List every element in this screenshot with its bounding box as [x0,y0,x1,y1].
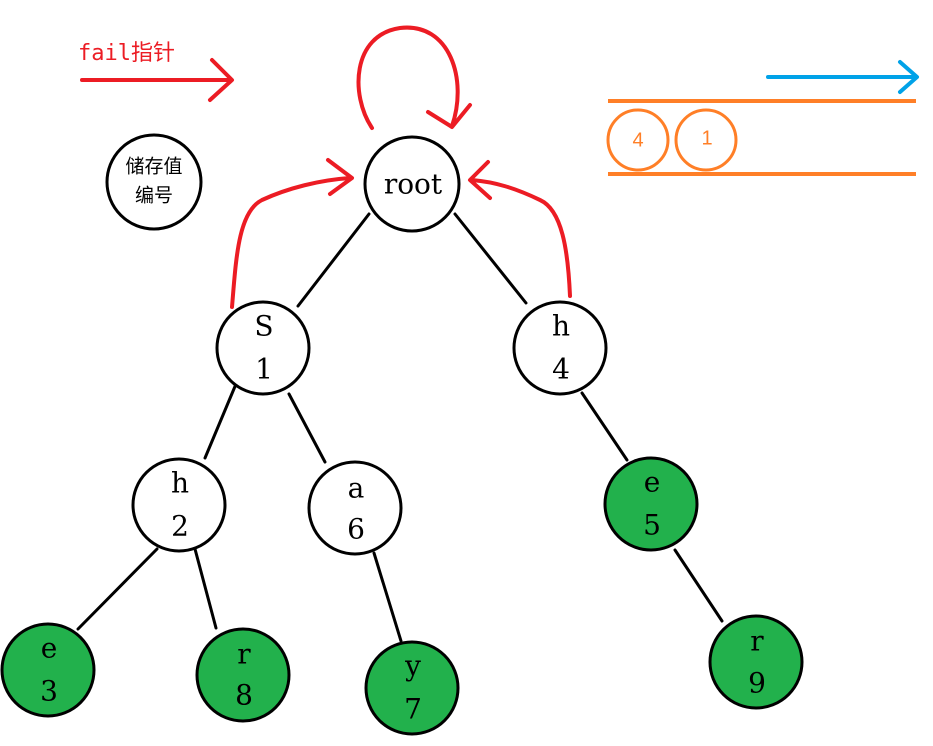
node-letter: S [254,310,273,343]
node-letter: e [41,632,58,665]
edge-root-h4 [453,212,528,305]
node-number: 5 [643,509,661,542]
node-letter: y [404,650,421,683]
node-letter: h [171,467,189,500]
edge-s1-a6 [287,392,327,464]
trie-node-r8: r 8 [195,627,291,723]
root-node: root [363,135,461,233]
node-number: 1 [255,353,273,386]
trie-node-s1: S 1 [215,300,311,396]
legend-node-circle [105,133,203,231]
trie-nodes: S 1 h 4 h 2 a 6 e 5 e 3 r [0,300,804,736]
queue-direction-arrow-head [898,60,919,94]
edge-h2-e3 [76,547,159,631]
node-letter: a [348,472,365,505]
node-letter: r [750,625,764,658]
edge-e5-r9 [673,548,724,623]
node-number: 2 [171,510,189,543]
legend-node-line2: 编号 [135,185,173,207]
fail-pointer-root-self [356,25,460,130]
queue-item-circle [674,108,738,172]
node-number: 9 [748,667,766,700]
trie-node-y7: y 7 [364,640,460,736]
root-node-label: root [384,168,443,201]
node-number: 7 [404,693,422,726]
node-circle [603,456,699,552]
legend-fail-label: fail指针 [78,41,175,66]
trie-node-e5: e 5 [603,456,699,552]
node-number: 8 [235,679,253,712]
node-circle [0,622,96,718]
node-letter: e [644,466,661,499]
trie-node-e3: e 3 [0,622,96,718]
fail-pointers [80,25,572,309]
legend-fail-arrow-head [208,58,234,102]
trie-node-r9: r 9 [708,614,804,710]
node-circle [364,640,460,736]
edge-root-s1 [296,212,371,308]
queue-item: 1 [674,108,738,172]
fail-pointer-h4-root-head [468,160,492,200]
fail-pointer-h4-root [470,178,572,298]
edge-h2-r8 [193,547,218,630]
queue-item-label: 1 [701,127,712,149]
legend-node-line1: 储存值 [125,156,182,178]
node-number: 3 [40,675,58,708]
node-circle [131,457,227,553]
trie-node-h2: h 2 [131,457,227,553]
edge-s1-h2 [203,382,238,460]
tree-edges [76,212,724,643]
legend-node: 储存值 编号 [105,133,203,231]
node-number: 4 [552,353,570,386]
node-circle [195,627,291,723]
queue-item-circle [606,108,670,172]
node-letter: h [552,310,570,343]
edge-h4-e5 [580,391,629,462]
fail-pointer-s1-root-head [326,158,354,196]
queue-item: 4 [606,108,670,172]
root-node-circle [363,135,461,233]
node-circle [708,614,804,710]
fail-pointer-root-self-head [426,103,472,129]
edge-a6-y7 [372,551,403,643]
node-circle [307,460,403,556]
trie-node-a6: a 6 [307,460,403,556]
queue-item-label: 4 [632,129,643,151]
node-number: 6 [347,513,365,546]
node-circle [512,300,608,396]
node-letter: r [237,638,251,671]
node-circle [215,300,311,396]
trie-node-h4: h 4 [512,300,608,396]
fail-pointer-s1-root [230,176,352,309]
bfs-queue: 4 1 [606,60,919,176]
